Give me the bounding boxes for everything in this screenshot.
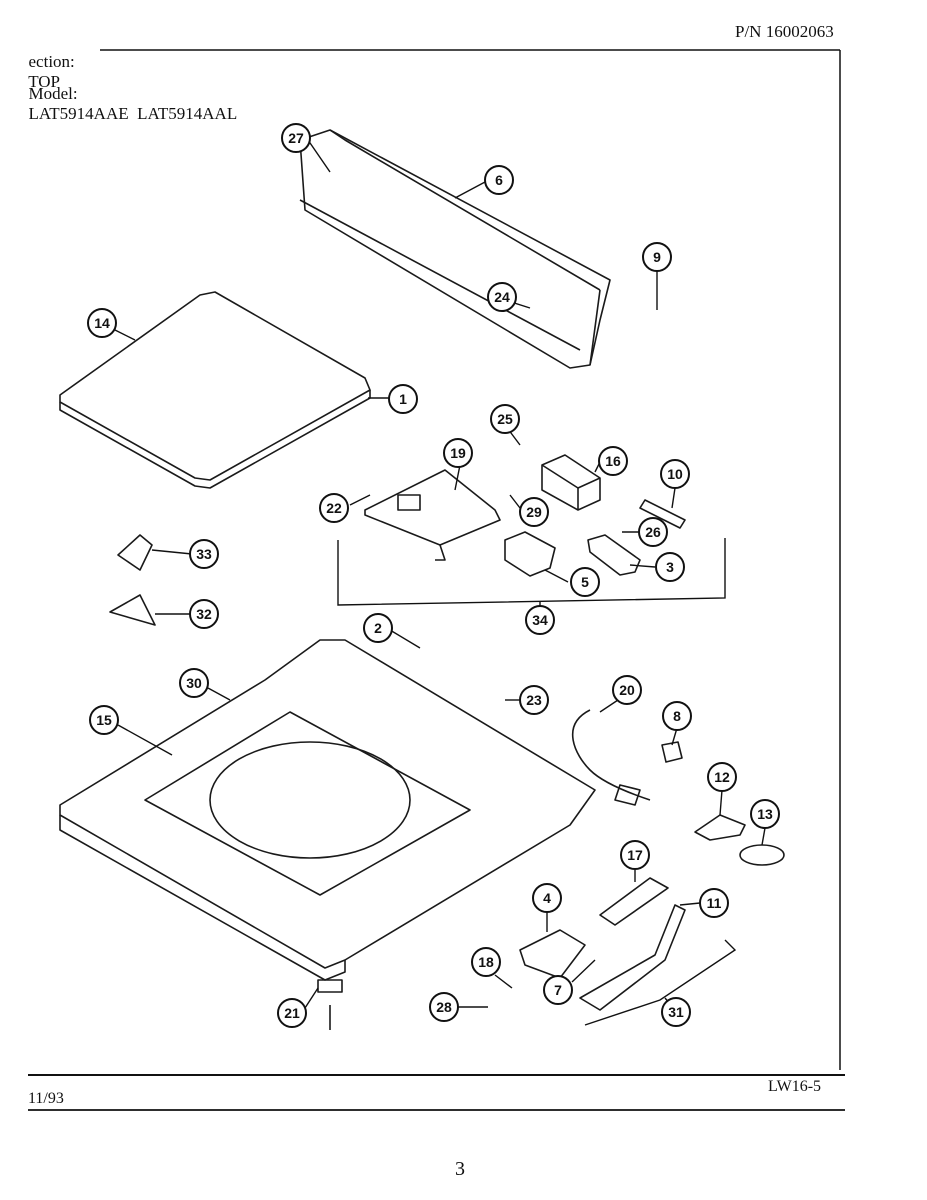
svg-text:1: 1 [399, 391, 407, 407]
callout-19: 19 [443, 438, 473, 468]
svg-text:14: 14 [94, 315, 110, 331]
callout-2: 2 [363, 613, 393, 643]
model-label: Model: [28, 84, 78, 103]
svg-text:19: 19 [450, 445, 466, 461]
part-number: P/N 16002063 [735, 22, 834, 41]
svg-text:26: 26 [645, 524, 661, 540]
svg-text:3: 3 [666, 559, 674, 575]
svg-text:12: 12 [714, 769, 730, 785]
svg-text:13: 13 [757, 806, 773, 822]
callout-9: 9 [642, 242, 672, 272]
seal-ring-part [739, 844, 785, 866]
svg-text:21: 21 [284, 1005, 300, 1021]
lever-part [579, 904, 686, 1011]
foot-part [317, 979, 343, 1030]
frame [28, 49, 845, 1111]
svg-text:9: 9 [653, 249, 661, 265]
callout-11: 11 [699, 888, 729, 918]
section-label: ection: [28, 52, 75, 71]
svg-text:8: 8 [673, 708, 681, 724]
latch-part [519, 929, 586, 979]
model-line: Model: LAT5914AAE LAT5914AAL [20, 64, 238, 124]
callout-10: 10 [660, 459, 690, 489]
callout-16: 16 [598, 446, 628, 476]
callout-30: 30 [179, 668, 209, 698]
fuse-part [639, 499, 686, 529]
clamp-part [694, 814, 746, 841]
group-bracket [337, 538, 726, 606]
footer-code: LW16-5 [768, 1078, 822, 1095]
svg-text:31: 31 [668, 1004, 684, 1020]
callout-4: 4 [532, 883, 562, 913]
switch-part [504, 531, 556, 577]
svg-text:6: 6 [495, 172, 503, 188]
console-part [299, 129, 611, 369]
clip-part [587, 534, 641, 576]
lever-bracket [584, 939, 737, 1026]
svg-text:24: 24 [494, 289, 510, 305]
svg-text:2: 2 [374, 620, 382, 636]
ring-part [109, 594, 156, 626]
svg-text:7: 7 [554, 982, 562, 998]
svg-text:20: 20 [619, 682, 635, 698]
svg-text:11: 11 [707, 895, 722, 911]
callout-31: 31 [661, 997, 691, 1027]
callout-17: 17 [620, 840, 650, 870]
svg-text:33: 33 [196, 546, 212, 562]
callout-28: 28 [429, 992, 459, 1022]
callout-22: 22 [319, 493, 349, 523]
svg-text:17: 17 [627, 847, 643, 863]
switch-block-part [541, 454, 601, 511]
callout-20: 20 [612, 675, 642, 705]
callout-25: 25 [490, 404, 520, 434]
callout-34: 34 [525, 605, 555, 635]
callout-15: 15 [89, 705, 119, 735]
callout-8: 8 [662, 701, 692, 731]
lid-part [59, 291, 371, 489]
callout-21: 21 [277, 998, 307, 1028]
callout-26: 26 [638, 517, 668, 547]
callout-7: 7 [543, 975, 573, 1005]
callout-29: 29 [519, 497, 549, 527]
page-number: 3 [455, 1158, 465, 1180]
callout-12: 12 [707, 762, 737, 792]
model-value: LAT5914AAE LAT5914AAL [28, 104, 238, 123]
svg-text:15: 15 [96, 712, 112, 728]
callout-5: 5 [570, 567, 600, 597]
svg-text:29: 29 [526, 504, 542, 520]
svg-text:22: 22 [326, 500, 342, 516]
svg-text:32: 32 [196, 606, 212, 622]
svg-text:28: 28 [436, 999, 452, 1015]
svg-text:34: 34 [532, 612, 548, 628]
power-cord-part [571, 709, 651, 806]
cam-part [117, 534, 153, 571]
svg-text:23: 23 [526, 692, 542, 708]
svg-text:25: 25 [497, 411, 513, 427]
callout-33: 33 [189, 539, 219, 569]
callout-23: 23 [519, 685, 549, 715]
callout-3: 3 [655, 552, 685, 582]
callout-27: 27 [281, 123, 311, 153]
svg-text:30: 30 [186, 675, 202, 691]
callout-18: 18 [471, 947, 501, 977]
svg-text:18: 18 [478, 954, 494, 970]
callout-14: 14 [87, 308, 117, 338]
callout-1: 1 [388, 384, 418, 414]
svg-text:4: 4 [543, 890, 551, 906]
section-heading: ection: TOP [20, 32, 75, 92]
section-value: TOP [28, 72, 61, 91]
svg-text:16: 16 [605, 453, 621, 469]
handle-part [599, 877, 669, 926]
callout-32: 32 [189, 599, 219, 629]
callout-24: 24 [487, 282, 517, 312]
callout-6: 6 [484, 165, 514, 195]
bracket-part [364, 469, 501, 561]
top-panel-part [59, 639, 596, 981]
svg-text:5: 5 [581, 574, 589, 590]
footer-date: 11/93 [28, 1090, 64, 1107]
callout-13: 13 [750, 799, 780, 829]
svg-text:27: 27 [288, 130, 304, 146]
svg-text:10: 10 [667, 466, 683, 482]
